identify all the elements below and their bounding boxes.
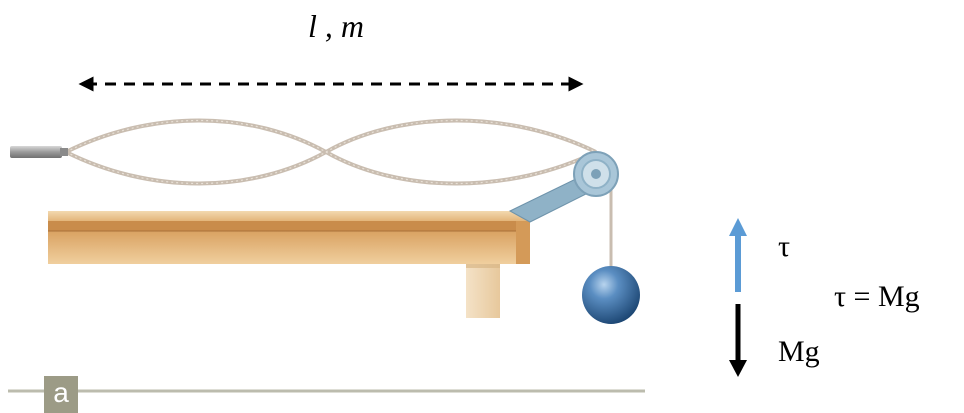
tension-arrow [729,218,747,292]
vibrating-string [65,118,597,186]
weight-label: Mg [778,335,820,368]
tension-label: τ [778,230,791,263]
hanging-mass [582,266,640,324]
pulley [573,151,619,197]
panel-label-badge: a [44,376,78,413]
length-mass-label: l , m [308,8,364,44]
string-clamp [10,146,62,158]
tabletop [48,211,530,264]
equation-label: τ = Mg [834,280,920,313]
weight-arrow [729,304,747,377]
table-leg [466,262,500,318]
